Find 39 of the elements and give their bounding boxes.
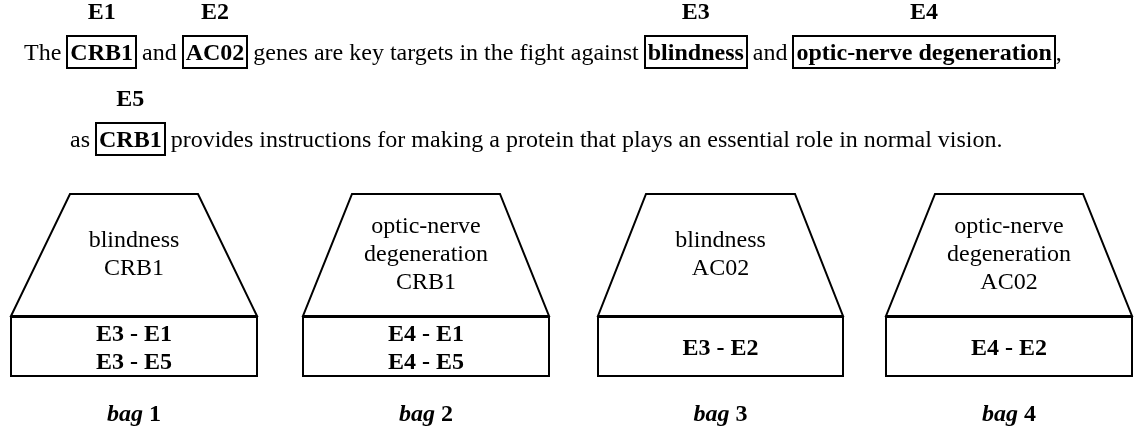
edge-pair-text: E3 - E5 xyxy=(96,346,172,375)
bag-caption: bag 3 xyxy=(693,400,748,427)
edge-list-box xyxy=(597,316,844,377)
bag-text: optic-nerve degeneration CRB1 xyxy=(363,210,489,295)
bag-text: blindness AC02 xyxy=(674,224,767,281)
sentence-text: The xyxy=(24,38,62,66)
sentence-text: and xyxy=(752,38,788,66)
edge-pair-text: E4 - E5 xyxy=(388,346,464,375)
entity-box: optic-nerve degeneration xyxy=(792,35,1056,69)
entity-box: CRB1 xyxy=(95,122,166,156)
entity-box: CRB1 xyxy=(66,35,137,69)
edge-pair-text: E3 - E2 xyxy=(682,332,759,361)
sentence-text: provides instructions for making a protein that plays an essential role in normal vision. xyxy=(170,125,1003,153)
edge-pair-text: E4 - E2 xyxy=(971,332,1047,361)
sentence-text: genes are key targets in the fight against xyxy=(253,38,639,66)
trapezoid-shape xyxy=(302,193,550,316)
trapezoid-shape xyxy=(885,193,1133,316)
entity-label: E1 xyxy=(87,0,116,25)
bag-caption: bag 2 xyxy=(399,400,453,427)
entity-box: AC02 xyxy=(181,35,249,69)
trapezoid-shape xyxy=(597,193,844,316)
edge-pair-text: E3 - E1 xyxy=(96,318,172,347)
edge-list-box xyxy=(885,316,1133,377)
entity-label: E3 xyxy=(681,0,710,25)
entity-label: E5 xyxy=(116,84,145,112)
sentence-text: as xyxy=(70,125,90,153)
bag-text: optic-nerve degeneration AC02 xyxy=(946,210,1072,295)
edge-pair-text: E4 - E1 xyxy=(388,318,464,347)
trapezoid-shape xyxy=(10,193,258,316)
bag-text: blindness CRB1 xyxy=(87,224,181,281)
sentence-text: and xyxy=(142,38,177,66)
sentence-text: , xyxy=(1055,38,1062,66)
entity-label: E4 xyxy=(910,0,939,25)
entity-box: blindness xyxy=(643,35,748,69)
bag-caption: bag 1 xyxy=(107,400,161,427)
edge-list-box xyxy=(302,316,550,377)
entity-label: E2 xyxy=(200,0,229,25)
edge-list-box xyxy=(10,316,258,377)
bag-caption: bag 4 xyxy=(982,400,1036,427)
